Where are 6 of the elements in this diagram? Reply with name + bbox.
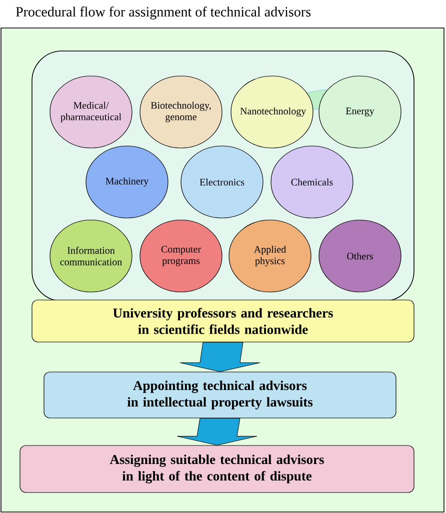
process-box: University professors and researchers in scientific fields nationwide: [32, 300, 414, 342]
block-arrow: [176, 418, 258, 446]
process-box: Appointing technical advisors in intellectual property lawsuits: [44, 372, 396, 418]
process-box: Assigning suitable technical advisors in light of the content of dispute: [20, 445, 414, 493]
title: Procedural flow for assignment of technical advisors: [16, 6, 311, 20]
block-arrow: [180, 342, 260, 372]
